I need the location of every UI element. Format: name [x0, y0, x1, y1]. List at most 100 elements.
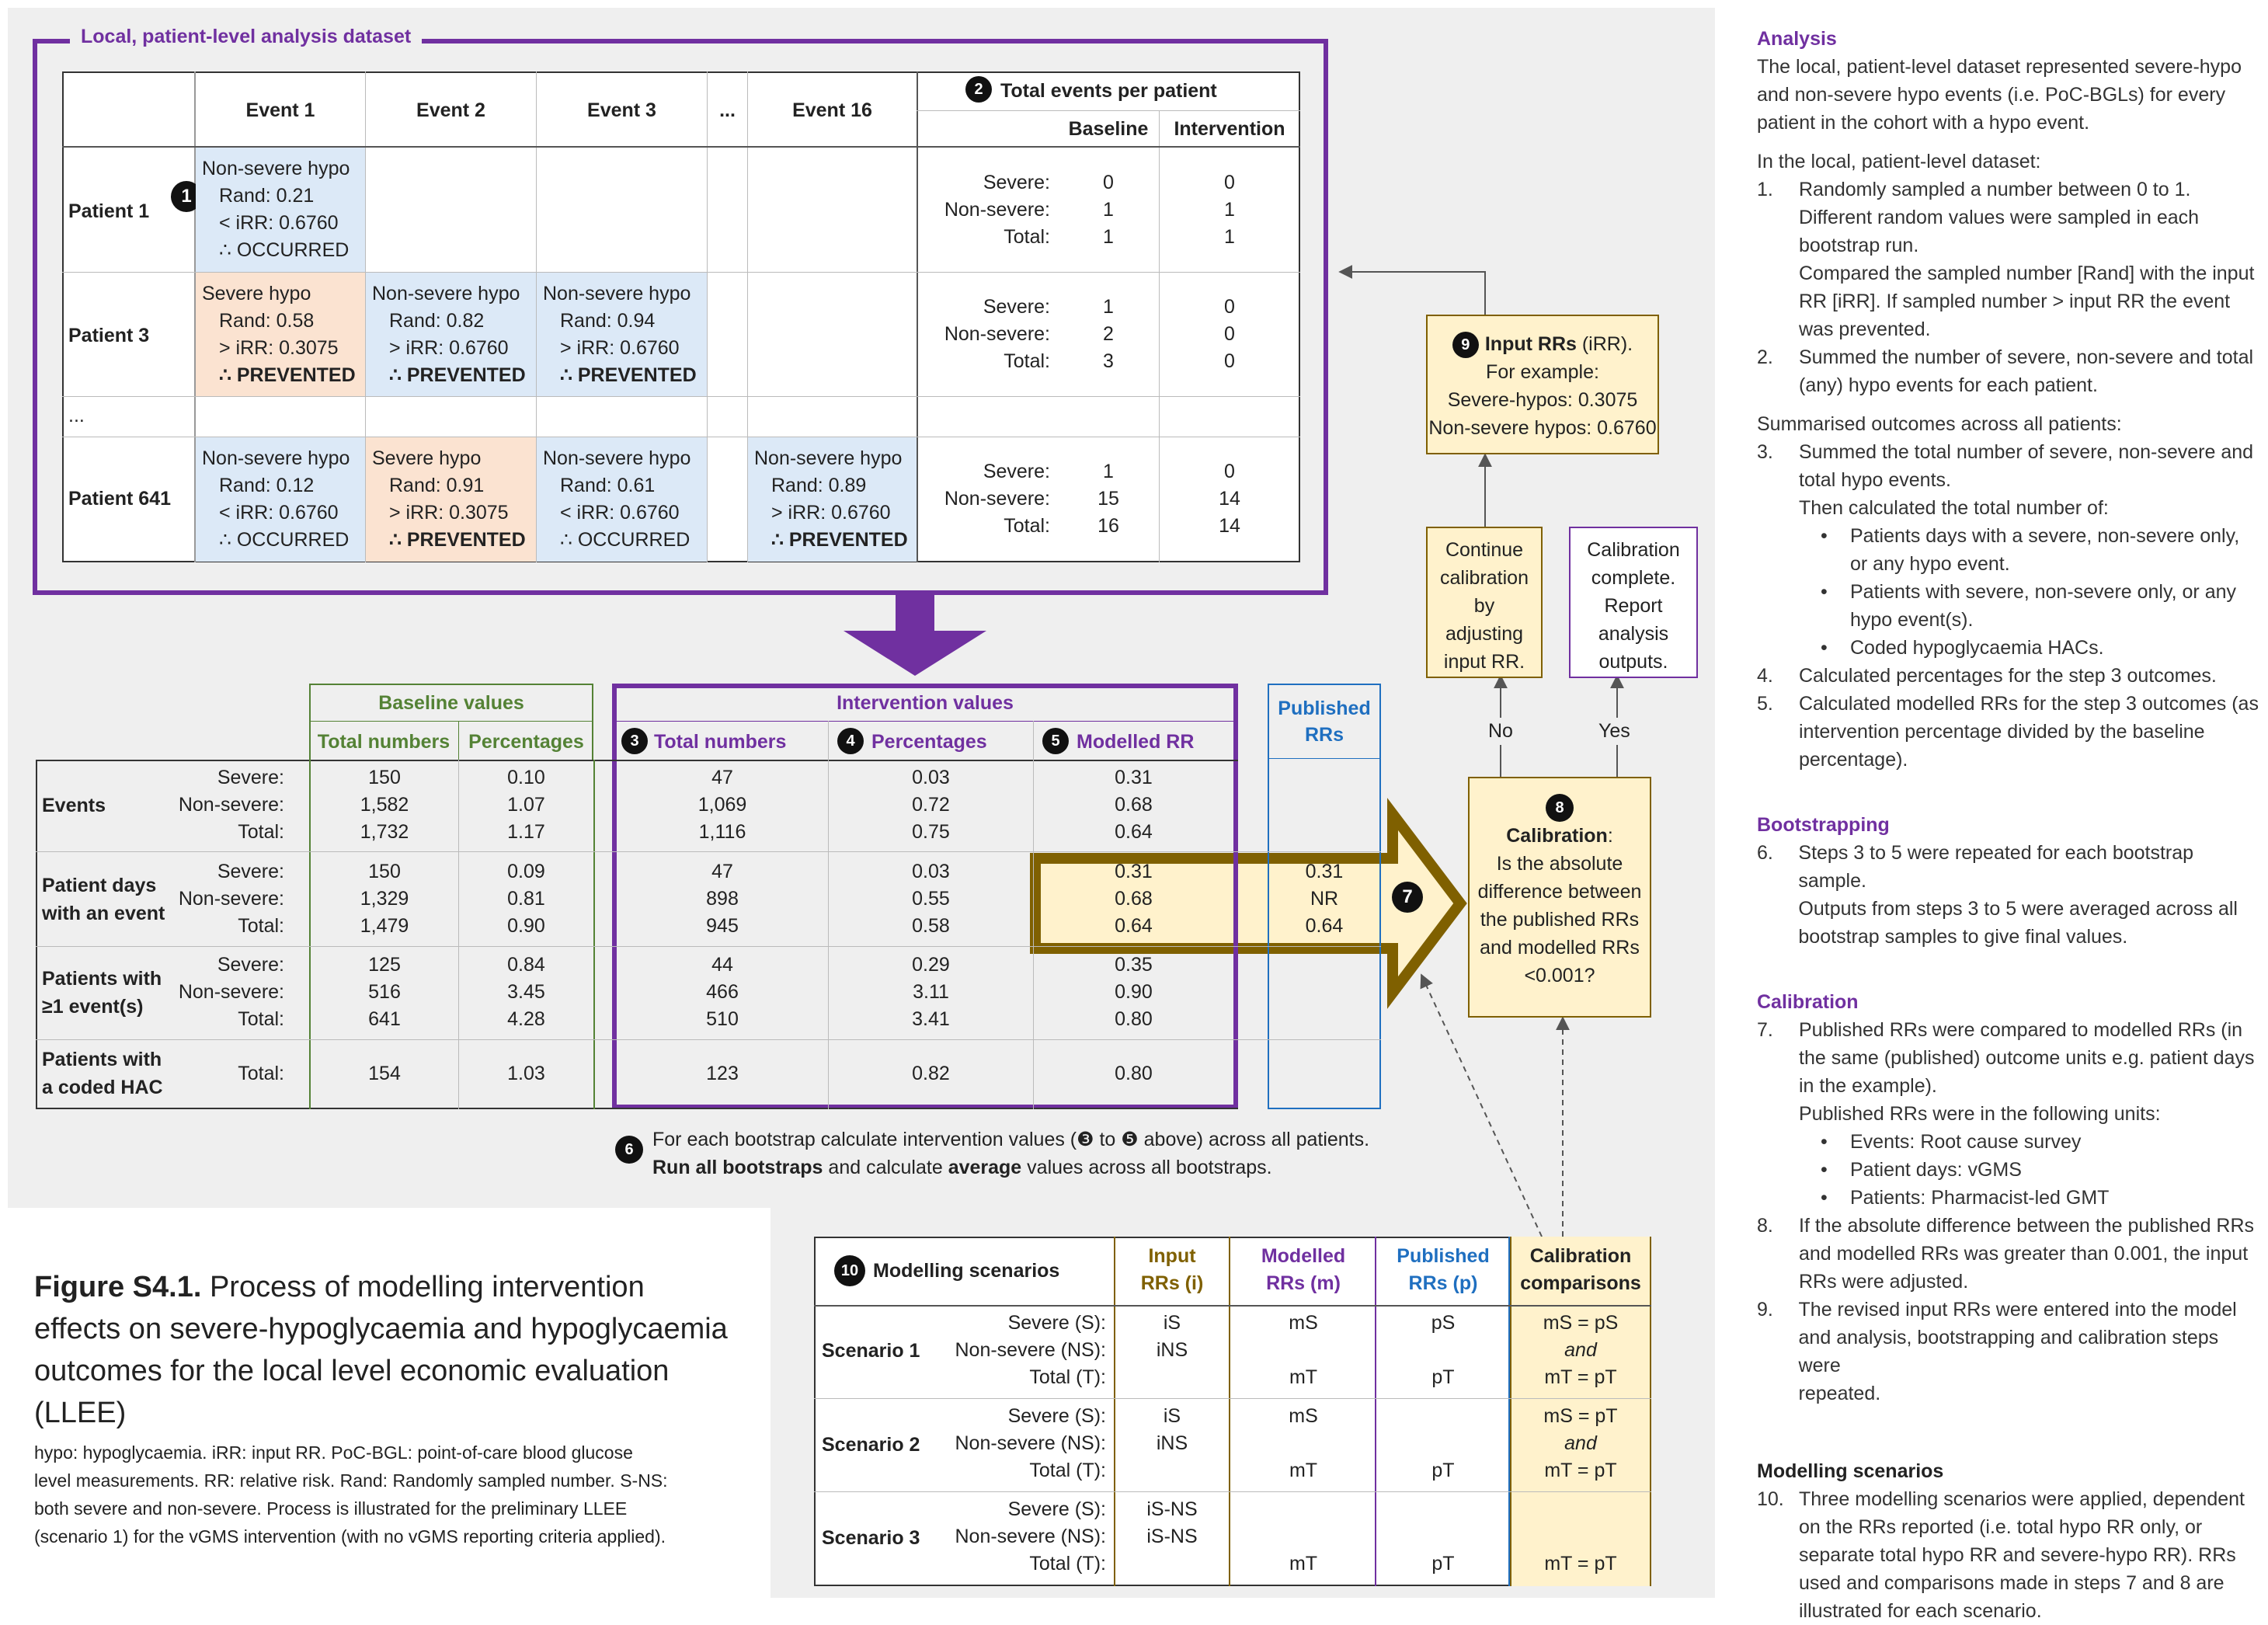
scenario-name: Scenario 1 — [822, 1340, 920, 1362]
event-cell: Non-severe hypo Rand: 0.94 > iRR: 0.6760… — [537, 273, 707, 396]
scenario-labels: Severe (S):Non-severe (NS):Total (T): — [955, 1498, 1107, 1575]
event-cell: Severe hypo Rand: 0.58 > iRR: 0.3075 ∴ P… — [196, 273, 365, 396]
baseline-col-header: Baseline — [1068, 118, 1149, 140]
dataset-frame — [33, 39, 1328, 595]
scenario-published: pT — [1431, 1553, 1455, 1575]
dataset-title: Local, patient-level analysis dataset — [70, 23, 423, 50]
step-4-marker: 4 — [837, 728, 864, 754]
summary-sublabels: Severe:Non-severe:Total: — [178, 861, 284, 937]
event-cell: Non-severe hypo Rand: 0.12 < iRR: 0.6760… — [196, 437, 365, 562]
step-7-marker: 7 — [1392, 882, 1423, 913]
summary-sublabels: Total: — [238, 1063, 284, 1084]
analysis-heading: Analysis — [1757, 28, 1837, 50]
calibration-arrow — [1030, 798, 1467, 1009]
event-header: Event 3 — [587, 99, 656, 121]
summary-row-label: Events — [42, 795, 106, 816]
percentages-header: Percentages — [468, 731, 584, 753]
baseline-header-box — [309, 684, 593, 760]
modelled-rr-header: Modelled RR — [1077, 731, 1195, 753]
scenario-name: Scenario 2 — [822, 1434, 920, 1456]
total-numbers-header: Total numbers — [317, 731, 450, 753]
published-rrs-header: Published RRs — [1278, 698, 1371, 746]
scenario-published: pT — [1431, 1460, 1455, 1481]
notes-panel: Analysis The local, patient-level datase… — [1757, 25, 2262, 1625]
figure-caption: hypo: hypoglycaemia. iRR: input RR. PoC-… — [34, 1442, 668, 1547]
calib-comparisons-col — [1510, 1237, 1651, 1586]
scenario-modelled: mT — [1289, 1553, 1318, 1575]
scenario-labels: Severe (S):Non-severe (NS):Total (T): — [955, 1312, 1107, 1388]
baseline-values-header: Baseline values — [378, 692, 524, 714]
modelled-rr-values: 0.80 — [1115, 1063, 1153, 1084]
step-2-marker: 2 — [965, 76, 992, 103]
step-8-marker: 8 — [1546, 794, 1574, 822]
step-6-marker: 6 — [615, 1136, 643, 1164]
event-cell: Non-severe hypo Rand: 0.61 < iRR: 0.6760… — [537, 437, 707, 562]
intervention-total-numbers-header: Total numbers — [654, 731, 787, 753]
scenarios-title: Modelling scenarios — [873, 1260, 1060, 1282]
patient-name: Patient 3 — [68, 325, 150, 346]
summary-sublabels: Severe:Non-severe:Total: — [178, 954, 284, 1030]
modelling-scenarios-heading: Modelling scenarios — [1757, 1460, 1944, 1482]
scenario-to-arrow7 — [1420, 973, 1543, 1237]
count-labels: Severe:Non-severe:Total: — [944, 296, 1050, 372]
intervention-col-header: Intervention — [1174, 118, 1285, 140]
down-arrow — [844, 594, 986, 676]
intervention-percentages-header: Percentages — [871, 731, 987, 753]
total-events-header: Total events per patient — [1000, 80, 1217, 102]
event-cell: Non-severe hypo Rand: 0.82 > iRR: 0.6760… — [366, 273, 536, 396]
scenario-modelled: mS mT — [1289, 1405, 1318, 1481]
baseline-total-values: 154 — [368, 1063, 401, 1084]
event-header: Event 16 — [792, 99, 872, 121]
step-9-marker: 9 — [1452, 332, 1479, 359]
step-3-marker: 3 — [621, 728, 648, 754]
scenario-labels: Severe (S):Non-severe (NS):Total (T): — [955, 1405, 1107, 1481]
step-6-text: For each bootstrap calculate interventio… — [652, 1129, 1370, 1150]
intervention-pct-values: 0.82 — [912, 1063, 950, 1084]
ellipsis-row: ... — [68, 405, 85, 426]
summary-table — [36, 760, 1238, 1109]
intervention-values-header: Intervention values — [837, 692, 1014, 714]
scenario-modelled: mS mT — [1289, 1312, 1318, 1388]
event-cell: Non-severe hypo Rand: 0.89 > iRR: 0.6760… — [748, 437, 917, 562]
count-labels: Severe:Non-severe:Total: — [944, 172, 1050, 248]
summary-row-label: Patients with≥1 event(s) — [42, 968, 162, 1018]
event-header: Event 2 — [416, 99, 485, 121]
intervention-total-values: 123 — [706, 1063, 739, 1084]
summary-sublabels: Severe:Non-severe:Total: — [178, 767, 284, 843]
patient-name: Patient 641 — [68, 488, 172, 510]
